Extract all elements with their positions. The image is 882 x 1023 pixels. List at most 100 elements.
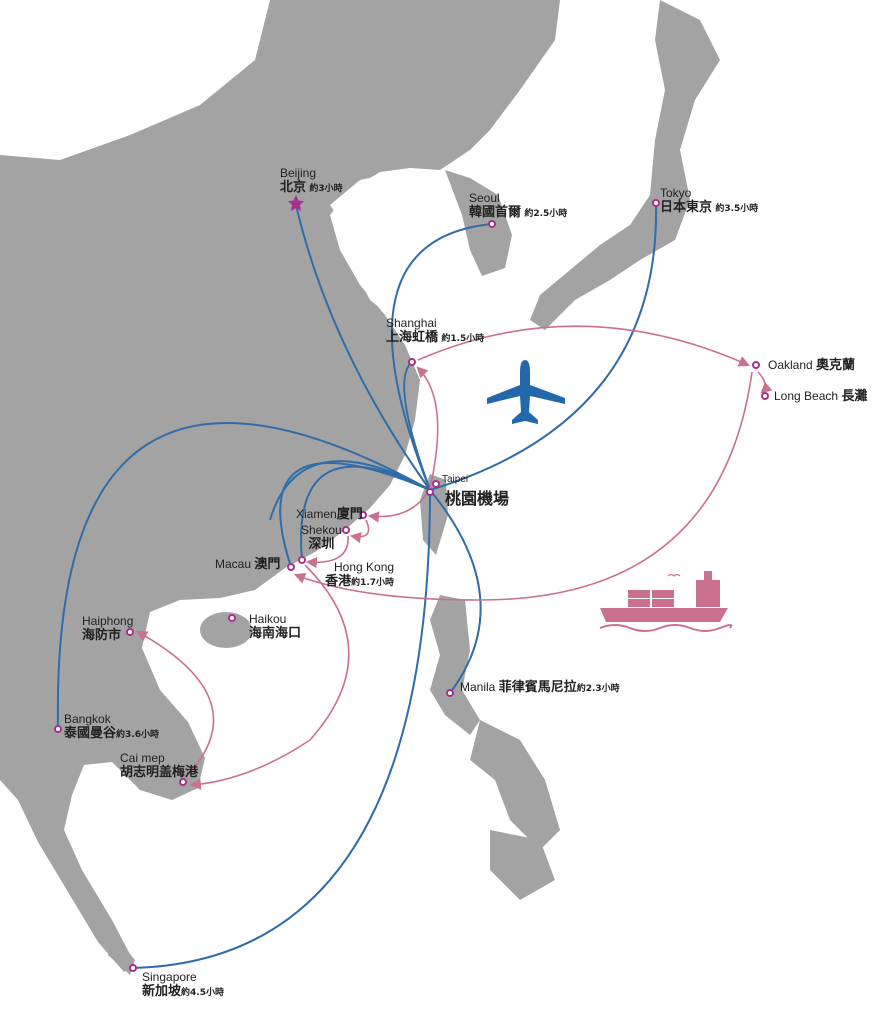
sea-yellow <box>350 230 470 340</box>
marker-xiamen <box>359 511 367 519</box>
flight-duration: 約2.3小時 <box>576 684 620 694</box>
label-taoyuan-airport: 桃園機場 <box>445 489 510 508</box>
marker-singapore <box>129 964 137 972</box>
city-name-zh: 泰國曼谷 <box>64 726 117 741</box>
cargo-ship-icon <box>599 571 733 632</box>
city-name-zh: 香港 <box>325 574 352 589</box>
air-route-macau <box>279 462 431 568</box>
city-name-zh: 韓國首爾 <box>469 205 522 220</box>
city-name-en: Seoul <box>469 191 500 205</box>
marker-caimep <box>179 778 187 786</box>
marker-shanghai <box>408 358 416 366</box>
city-name-en: Beijing <box>280 166 317 180</box>
city-name-en: Bangkok <box>64 712 111 726</box>
flight-duration: 約4.5小時 <box>181 988 224 998</box>
marker-seoul <box>488 220 496 228</box>
city-name-zh: 日本東京 <box>660 200 713 215</box>
air-route-manila <box>429 489 482 694</box>
label-manila: Manila 菲律賓馬尼拉約2.3小時 <box>460 680 620 696</box>
city-name-zh: 奧克蘭 <box>816 358 856 373</box>
sea-route-oakland-longbeach <box>757 371 773 394</box>
marker-taipei <box>432 480 440 488</box>
marker-tokyo <box>652 199 660 207</box>
city-name-en: Shanghai <box>386 316 437 330</box>
air-route-singapore <box>132 489 431 969</box>
flight-duration: 約1.7小時 <box>351 578 395 588</box>
sea-route-shekou-hongkong <box>305 535 349 569</box>
sea-route-xiamen-shekou <box>349 519 370 544</box>
air-route-shanghai <box>403 361 431 491</box>
sea-route-taoyuan-xiamen <box>367 491 429 523</box>
land-luzon <box>430 595 480 735</box>
markers <box>54 195 769 972</box>
city-name-en: Long Beach <box>774 389 839 403</box>
beijing-star-icon <box>288 195 304 211</box>
land-visayas <box>470 720 560 850</box>
sea-route-hongkong-caimep <box>189 564 350 790</box>
flight-duration: 約3.6小時 <box>116 730 159 740</box>
marker-hongkong <box>298 556 306 564</box>
sea-route-oakland-macau <box>293 371 753 601</box>
city-name-zh: 海南海口 <box>249 626 302 641</box>
land-china-indochina <box>0 0 560 972</box>
city-name-zh: 菲律賓馬尼拉 <box>498 680 577 695</box>
airplane-icon <box>487 360 565 424</box>
label-taipei: Taipei <box>442 474 469 485</box>
marker-taoyuan <box>426 488 434 496</box>
flight-duration: 約3.5小時 <box>715 204 759 214</box>
city-name-zh: 上海虹橋 <box>386 330 439 345</box>
flight-duration: 約2.5小時 <box>524 209 568 219</box>
sea-route-shanghai-oakland <box>417 325 751 367</box>
city-name-en: Tokyo <box>660 186 692 200</box>
land-korea <box>445 170 512 276</box>
city-name-en: Singapore <box>142 970 197 984</box>
land-malay <box>108 930 135 975</box>
marker-manila <box>446 689 454 697</box>
city-name-zh: 新加坡 <box>142 984 182 999</box>
air-route-tokyo <box>429 204 658 491</box>
air-route-bangkok <box>56 421 431 729</box>
land-japan <box>530 0 720 330</box>
land-mindanao <box>490 830 555 900</box>
city-name-zh: 深圳 <box>308 537 335 552</box>
sea-routes <box>136 325 773 790</box>
label-macau: Macau 澳門 <box>215 557 280 572</box>
air-route-beijing <box>295 204 431 491</box>
label-oakland: Oakland 奧克蘭 <box>768 358 855 373</box>
city-name-en: Hong Kong <box>334 560 395 574</box>
flight-duration: 約3小時 <box>309 184 343 194</box>
city-name-zh: 北京 <box>280 180 307 195</box>
city-name-zh: 澳門 <box>254 557 281 572</box>
city-name-en: Haiphong <box>82 614 134 628</box>
marker-oakland <box>752 361 760 369</box>
city-name-en: Oakland <box>768 358 813 372</box>
city-name-en: Shekou <box>301 523 342 537</box>
air-routes <box>56 204 658 969</box>
marker-haiphong <box>126 628 134 636</box>
city-name-en: Haikou <box>249 612 287 626</box>
marker-haikou <box>228 614 236 622</box>
city-name-en: Manila <box>460 680 496 694</box>
landmass <box>0 0 720 975</box>
city-name-en: Xiamen <box>296 507 337 521</box>
sea-route-taoyuan-shanghai <box>416 366 439 489</box>
city-name-zh: 胡志明盖梅港 <box>120 765 199 780</box>
marker-bangkok <box>54 725 62 733</box>
air-route-hongkong <box>300 465 431 561</box>
city-name-zh: 長灘 <box>841 389 868 404</box>
city-name-zh: 海防市 <box>82 628 122 643</box>
city-name-en: Macau <box>215 557 252 571</box>
